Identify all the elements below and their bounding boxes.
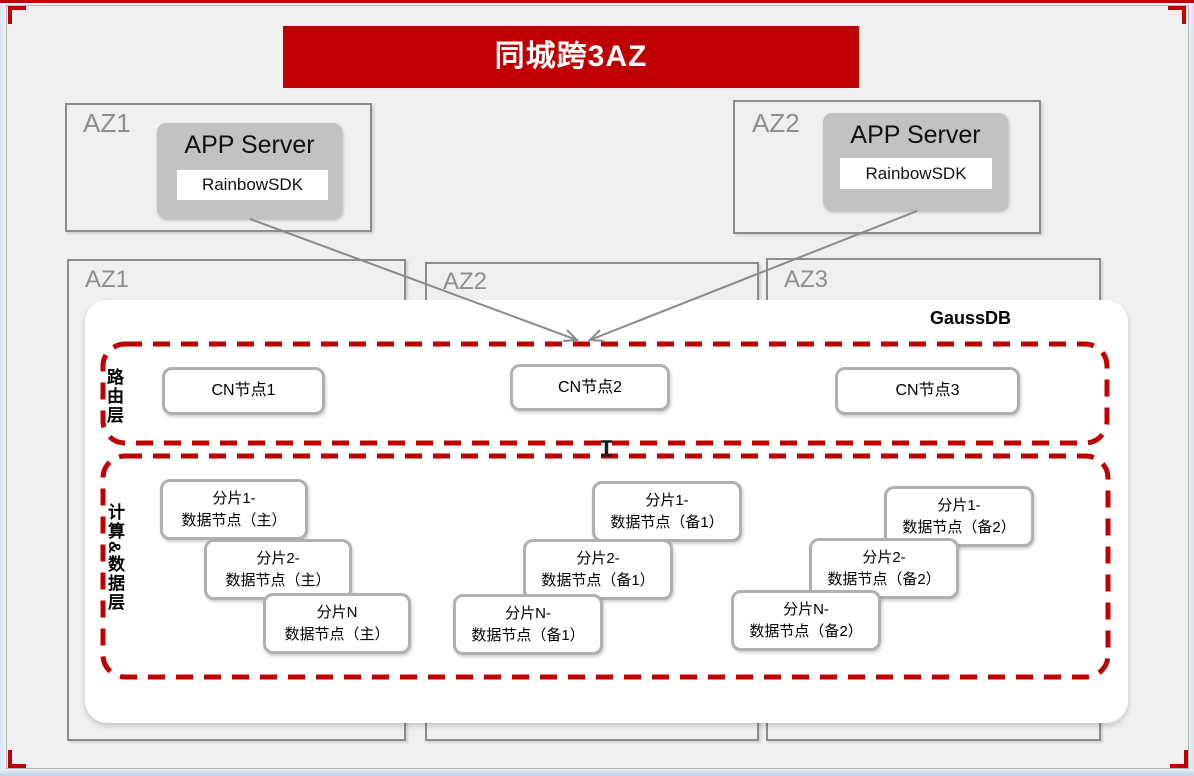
- shard-node: 分片N 数据节点（主）: [263, 593, 411, 654]
- db-zone-az2-label: AZ2: [443, 268, 488, 295]
- shard-node: 分片N- 数据节点（备2）: [731, 590, 881, 651]
- data-layer-label: 计算&数据层: [105, 503, 124, 613]
- corner-mark-top-right: [1168, 6, 1186, 24]
- gaussdb-label: GaussDB: [930, 308, 1012, 328]
- corner-mark-bottom-right: [1170, 750, 1188, 768]
- rainbow-sdk-az1: RainbowSDK: [177, 170, 328, 200]
- db-zone-az3-label: AZ3: [784, 266, 829, 293]
- corner-mark-top-left: [8, 6, 26, 24]
- frame-edge-bottom: [0, 769, 1194, 776]
- frame-edge-top: [0, 2, 1194, 5]
- app-zone-az1: [65, 103, 372, 232]
- cn-node-1: CN节点1: [162, 367, 325, 415]
- app-server-az2-title: APP Server: [850, 121, 981, 149]
- app-server-az1-title: APP Server: [184, 131, 315, 159]
- rainbow-sdk-az2: RainbowSDK: [840, 158, 992, 189]
- frame-border: [6, 5, 1189, 769]
- app-zone-az2-label: AZ2: [752, 108, 800, 138]
- shard-node: 分片1- 数据节点（主）: [160, 479, 308, 540]
- page-title: 同城跨3AZ: [283, 26, 859, 88]
- app-zone-az1-label: AZ1: [83, 108, 131, 138]
- frame-edge-right: [1188, 0, 1194, 776]
- routing-layer-label: 路由层: [104, 368, 123, 425]
- cn-node-3: CN节点3: [835, 367, 1020, 415]
- frame-edge-left: [0, 0, 6, 776]
- app-server-az2: APP Server RainbowSDK: [823, 113, 1008, 210]
- db-zone-az1-label: AZ1: [85, 266, 130, 293]
- app-server-az1: APP Server RainbowSDK: [157, 123, 342, 218]
- shard-node: 分片1- 数据节点（备1）: [592, 481, 742, 542]
- shard-node: 分片N- 数据节点（备1）: [453, 594, 603, 655]
- shard-node: 分片2- 数据节点（主）: [204, 539, 352, 600]
- corner-mark-bottom-left: [8, 750, 26, 768]
- top-red-line: [0, 0, 1194, 3]
- cn-node-2: CN节点2: [510, 364, 670, 411]
- shard-node: 分片2- 数据节点（备1）: [523, 539, 673, 600]
